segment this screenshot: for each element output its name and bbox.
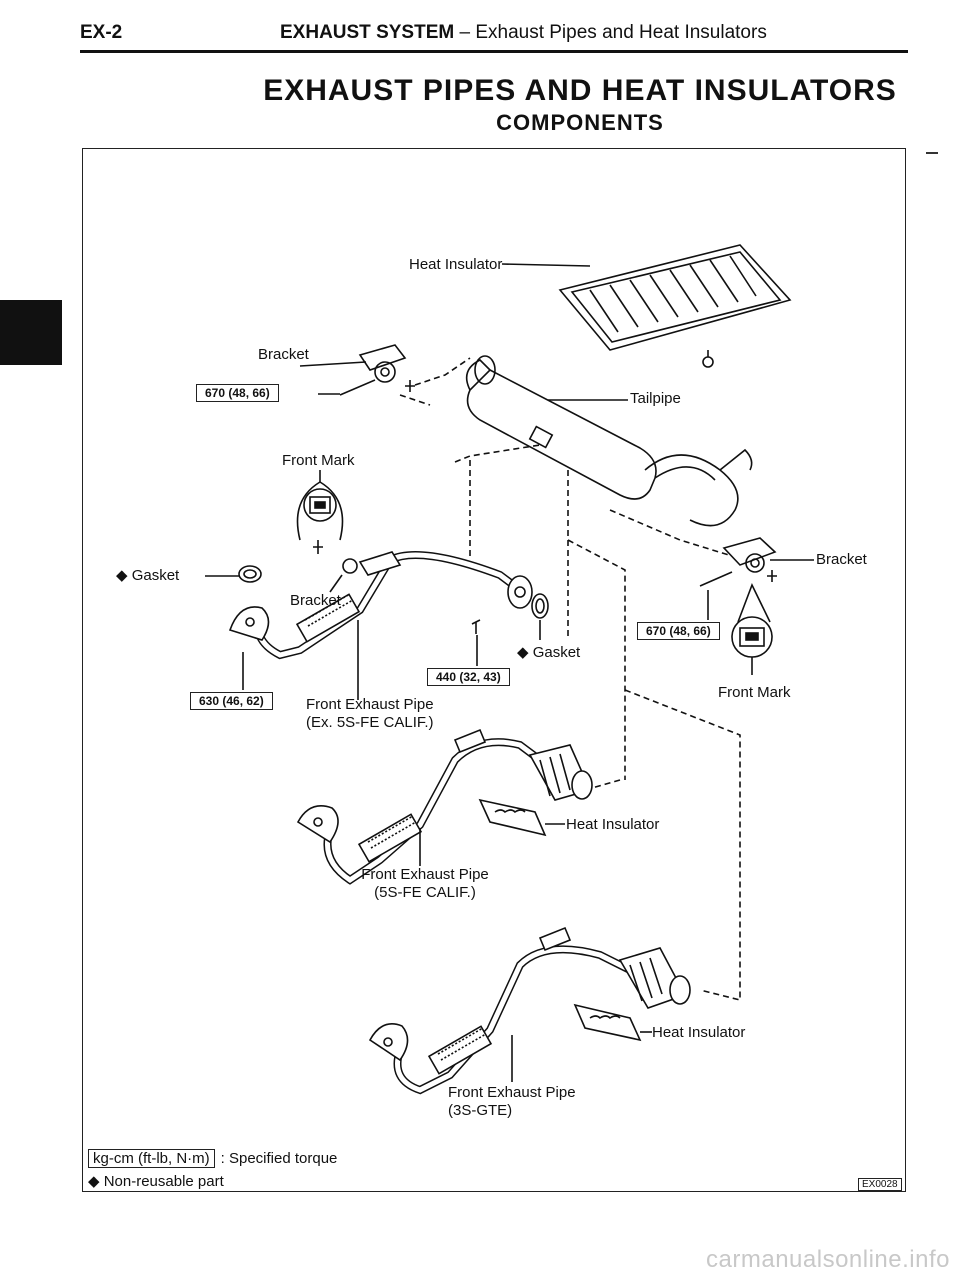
torque-left: 630 (46, 62) [190, 692, 273, 710]
front-exhaust-pipe-1-drawing [228, 551, 533, 660]
margin-dash [926, 152, 938, 154]
heat-insulator-mid-drawing [478, 798, 547, 837]
torque-mid: 440 (32, 43) [427, 668, 510, 686]
legend-torque: kg-cm (ft-lb, N·m) : Specified torque [88, 1149, 338, 1168]
page-title: EXHAUST PIPES AND HEAT INSULATORS [263, 74, 897, 107]
header-rule [80, 50, 908, 53]
front-exhaust-pipe-3-drawing [368, 926, 691, 1095]
bracket-top-drawing [339, 344, 415, 396]
section-heading: EXHAUST SYSTEM – Exhaust Pipes and Heat … [280, 22, 767, 44]
torque-top-left: 670 (48, 66) [196, 384, 279, 402]
section-tab-marker [0, 300, 62, 365]
heat-insulator-bottom-drawing [573, 1003, 642, 1042]
pipe1-line2: (Ex. 5S-FE CALIF.) [306, 714, 434, 731]
tailpipe-drawing [465, 355, 753, 527]
label-gasket-mid: ◆ Gasket [517, 644, 581, 661]
label-bracket-mid: Bracket [290, 592, 341, 609]
watermark: carmanualsonline.info [706, 1246, 950, 1273]
label-front-mark-left: Front Mark [282, 452, 355, 469]
heat-insulator-top-drawing [558, 244, 792, 368]
label-front-exhaust-pipe-2: Front Exhaust Pipe (5S-FE CALIF.) [350, 866, 500, 902]
pipe3-line2: (3S-GTE) [448, 1102, 513, 1119]
gasket-mid-drawing [531, 593, 549, 619]
label-heat-insulator-top: Heat Insulator [409, 256, 503, 273]
gasket-left-drawing [238, 565, 262, 583]
label-front-exhaust-pipe-1: Front Exhaust Pipe (Ex. 5S-FE CALIF.) [306, 696, 434, 732]
label-gasket-left: ◆ Gasket [116, 567, 180, 584]
legend-nonreusable: ◆ Non-reusable part [88, 1173, 224, 1190]
pipe2-line1: Front Exhaust Pipe [361, 866, 489, 883]
label-bracket-top: Bracket [258, 346, 309, 363]
label-bracket-right: Bracket [816, 551, 867, 568]
section-name: EXHAUST SYSTEM [280, 22, 455, 43]
label-front-mark-right: Front Mark [718, 684, 791, 701]
pipe1-line1: Front Exhaust Pipe [306, 696, 434, 713]
torque-right: 670 (48, 66) [637, 622, 720, 640]
front-mark-left-drawing [296, 470, 344, 554]
label-tailpipe: Tailpipe [630, 390, 681, 407]
bracket-right-drawing [699, 537, 777, 587]
section-subname: – Exhaust Pipes and Heat Insulators [454, 22, 767, 43]
page-subtitle: COMPONENTS [496, 110, 664, 135]
legend-torque-text: : Specified torque [220, 1150, 338, 1167]
front-mark-right-drawing [707, 582, 773, 675]
page-number: EX-2 [80, 22, 123, 43]
page-header: EX-2 EXHAUST SYSTEM – Exhaust Pipes and … [80, 18, 910, 52]
label-heat-insulator-mid: Heat Insulator [566, 816, 660, 833]
label-front-exhaust-pipe-3: Front Exhaust Pipe (3S-GTE) [448, 1084, 576, 1120]
pipe3-line1: Front Exhaust Pipe [448, 1084, 576, 1101]
label-heat-insulator-bottom: Heat Insulator [652, 1024, 746, 1041]
figure-code: EX0028 [858, 1178, 902, 1191]
legend-torque-box: kg-cm (ft-lb, N·m) [88, 1149, 215, 1168]
front-exhaust-pipe-2-drawing [296, 728, 593, 885]
diagram-frame [82, 148, 906, 1192]
pipe2-line2: (5S-FE CALIF.) [374, 884, 476, 901]
